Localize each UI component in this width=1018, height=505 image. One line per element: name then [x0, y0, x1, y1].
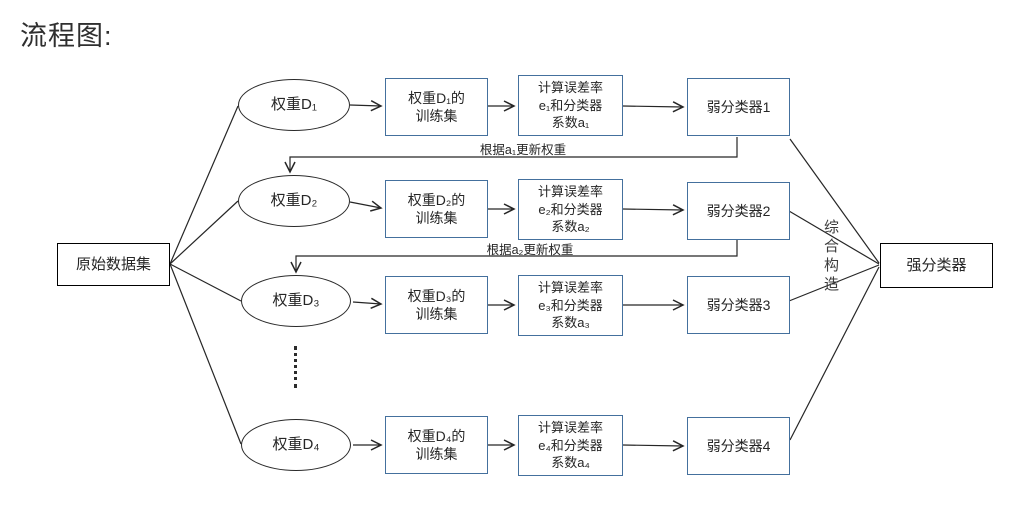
node-label-line: 权重D₃的 [407, 287, 466, 304]
node-label: 弱分类器1 [706, 98, 771, 115]
node-trainset-4: 权重D₄的 训练集 [385, 416, 488, 474]
node-label-line: 计算误差率 [537, 80, 603, 96]
node-label-line: 计算误差率 [537, 280, 603, 296]
node-trainset-3: 权重D₃的 训练集 [385, 276, 488, 334]
node-label: 原始数据集 [75, 255, 151, 273]
node-label-line: e₂和分类器 [538, 201, 603, 217]
node-label-line: 权重D₄的 [407, 427, 466, 444]
node-weak-classifier-1: 弱分类器1 [687, 78, 790, 136]
node-label: 弱分类器2 [706, 202, 771, 219]
node-weak-classifier-3: 弱分类器3 [687, 276, 790, 334]
feedback-label-2: 根据a₂更新权重 [486, 243, 574, 257]
node-weight-d1: 权重D₁ [238, 79, 350, 131]
node-label-line: e₁和分类器 [538, 97, 603, 113]
node-weak-classifier-2: 弱分类器2 [687, 182, 790, 240]
node-error-2: 计算误差率 e₂和分类器 系数a₂ [518, 179, 623, 240]
node-label: 权重D₁ [271, 96, 317, 114]
node-source-dataset: 原始数据集 [57, 243, 170, 286]
node-label-line: 权重D₂的 [407, 191, 466, 208]
node-label: 强分类器 [906, 256, 967, 274]
node-label: 权重D₃ [272, 292, 320, 310]
node-label-line: e₃和分类器 [538, 297, 603, 313]
node-strong-classifier: 强分类器 [880, 243, 993, 288]
node-label-line: 计算误差率 [537, 420, 603, 436]
node-label-line: 系数a₁ [551, 115, 590, 131]
node-label: 弱分类器4 [706, 437, 771, 454]
node-trainset-2: 权重D₂的 训练集 [385, 180, 488, 238]
node-label-line: 训练集 [415, 306, 458, 322]
feedback-label-1: 根据a₁更新权重 [479, 143, 567, 157]
node-label-line: 训练集 [415, 108, 458, 124]
node-error-3: 计算误差率 e₃和分类器 系数a₃ [518, 275, 623, 336]
node-weight-d3: 权重D₃ [241, 275, 351, 327]
node-label: 弱分类器3 [706, 296, 771, 313]
node-label-line: 系数a₂ [551, 219, 590, 235]
node-error-4: 计算误差率 e₄和分类器 系数a₄ [518, 415, 623, 476]
node-label-line: 系数a₄ [551, 455, 590, 471]
node-label-line: 训练集 [415, 446, 458, 462]
vertical-ellipsis-icon [294, 346, 297, 388]
node-error-1: 计算误差率 e₁和分类器 系数a₁ [518, 75, 623, 136]
page-title: 流程图: [20, 21, 113, 51]
node-label-line: 计算误差率 [537, 184, 603, 200]
node-label-line: e₄和分类器 [538, 437, 603, 453]
combine-construct-label: 综合构造 [822, 219, 839, 295]
node-trainset-1: 权重D₁的 训练集 [385, 78, 488, 136]
node-weak-classifier-4: 弱分类器4 [687, 417, 790, 475]
node-label-line: 权重D₁的 [408, 89, 465, 106]
node-label-line: 系数a₃ [551, 315, 590, 331]
node-weight-d4: 权重D₄ [241, 419, 351, 471]
node-weight-d2: 权重D₂ [238, 175, 350, 227]
node-label: 权重D₂ [270, 192, 318, 210]
node-label: 权重D₄ [272, 436, 320, 454]
node-label-line: 训练集 [415, 210, 458, 226]
